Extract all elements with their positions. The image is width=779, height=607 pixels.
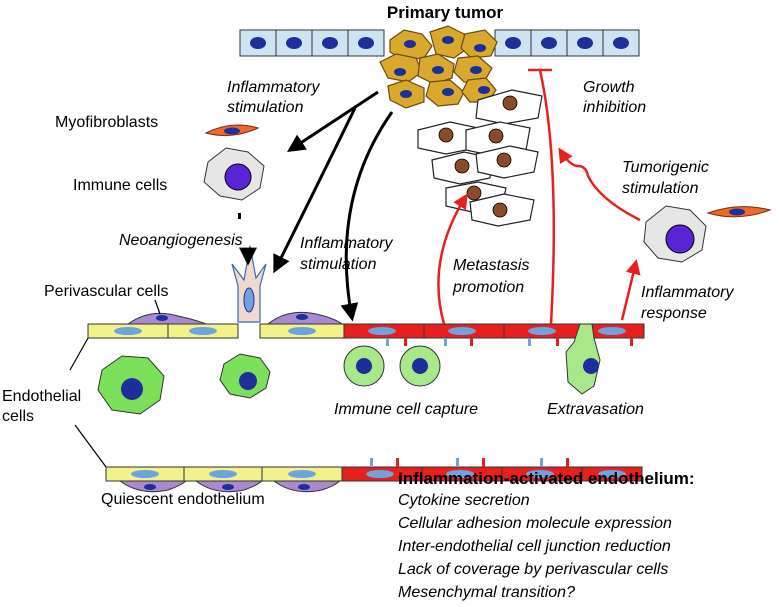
label-immune-cell-capture: Immune cell capture [334,401,478,418]
label-endothelial-cells-line2: cells [2,408,34,425]
primary-tumor-cluster [379,25,498,109]
label-quiescent-endothelium: Quiescent endothelium [101,491,265,508]
activated-item-2: Cellular adhesion molecule expression [398,515,672,532]
label-inflammatory-stimulation-mid-2: stimulation [300,256,377,273]
label-extravasation: Extravasation [547,401,644,418]
label-neoangiogenesis: Neoangiogenesis [119,232,243,249]
epithelium-right [494,29,640,57]
activated-item-3: Inter-endothelial cell junction reductio… [398,538,671,555]
epithelium-left [239,29,385,57]
perivascular-cells-lower [118,480,342,493]
label-growth-inhibition-1: Growth [583,79,635,96]
myofibroblast-cell [204,124,260,137]
activated-item-4: Lack of coverage by perivascular cells [398,561,668,578]
label-tumorigenic-stimulation-1: Tumorigenic [622,159,709,176]
inhibited-cell-nuclei [438,95,518,218]
immune-migration-marker [238,213,241,219]
lower-vessel-quiescent [105,466,343,482]
activated-item-1: Cytokine secretion [398,492,530,509]
upper-vessel-activated [343,323,645,346]
label-tumorigenic-stimulation-2: stimulation [622,180,699,197]
endothelial-bracket [69,299,161,468]
black-arrows [239,90,394,322]
lumen-immune-cells [97,323,601,415]
inhibited-tumor-cells [417,89,543,227]
myofibroblast-cell-right [706,206,772,218]
label-inflammatory-stimulation-top-1: Inflammatory [227,79,320,96]
activated-endothelium-heading: Inflammation-activated endothelium: [398,469,695,488]
immune-cell-right [643,205,707,263]
label-perivascular-cells: Perivascular cells [44,283,168,300]
diagram-title: Primary tumor [387,3,504,22]
label-inflammatory-stimulation-mid-1: Inflammatory [300,235,393,252]
label-metastasis-promotion-2: promotion [452,279,524,296]
label-metastasis-promotion-1: Metastasis [453,257,529,274]
red-arrows [437,68,641,325]
label-inflammatory-response-1: Inflammatory [641,284,734,301]
label-inflammatory-stimulation-top-2: stimulation [227,99,304,116]
activated-item-5: Mesenchymal transition? [398,584,575,601]
perivascular-cells-upper [126,311,344,325]
immune-cell-top [203,147,265,201]
label-growth-inhibition-2: inhibition [583,99,646,116]
label-endothelial-cells-line1: Endothelial [2,388,81,405]
label-immune-cells: Immune cells [73,177,167,194]
lower-vessel-activated [341,458,643,482]
label-inflammatory-response-2: response [641,305,707,322]
label-myofibroblasts: Myofibroblasts [55,114,158,131]
upper-vessel-quiescent [87,323,345,339]
